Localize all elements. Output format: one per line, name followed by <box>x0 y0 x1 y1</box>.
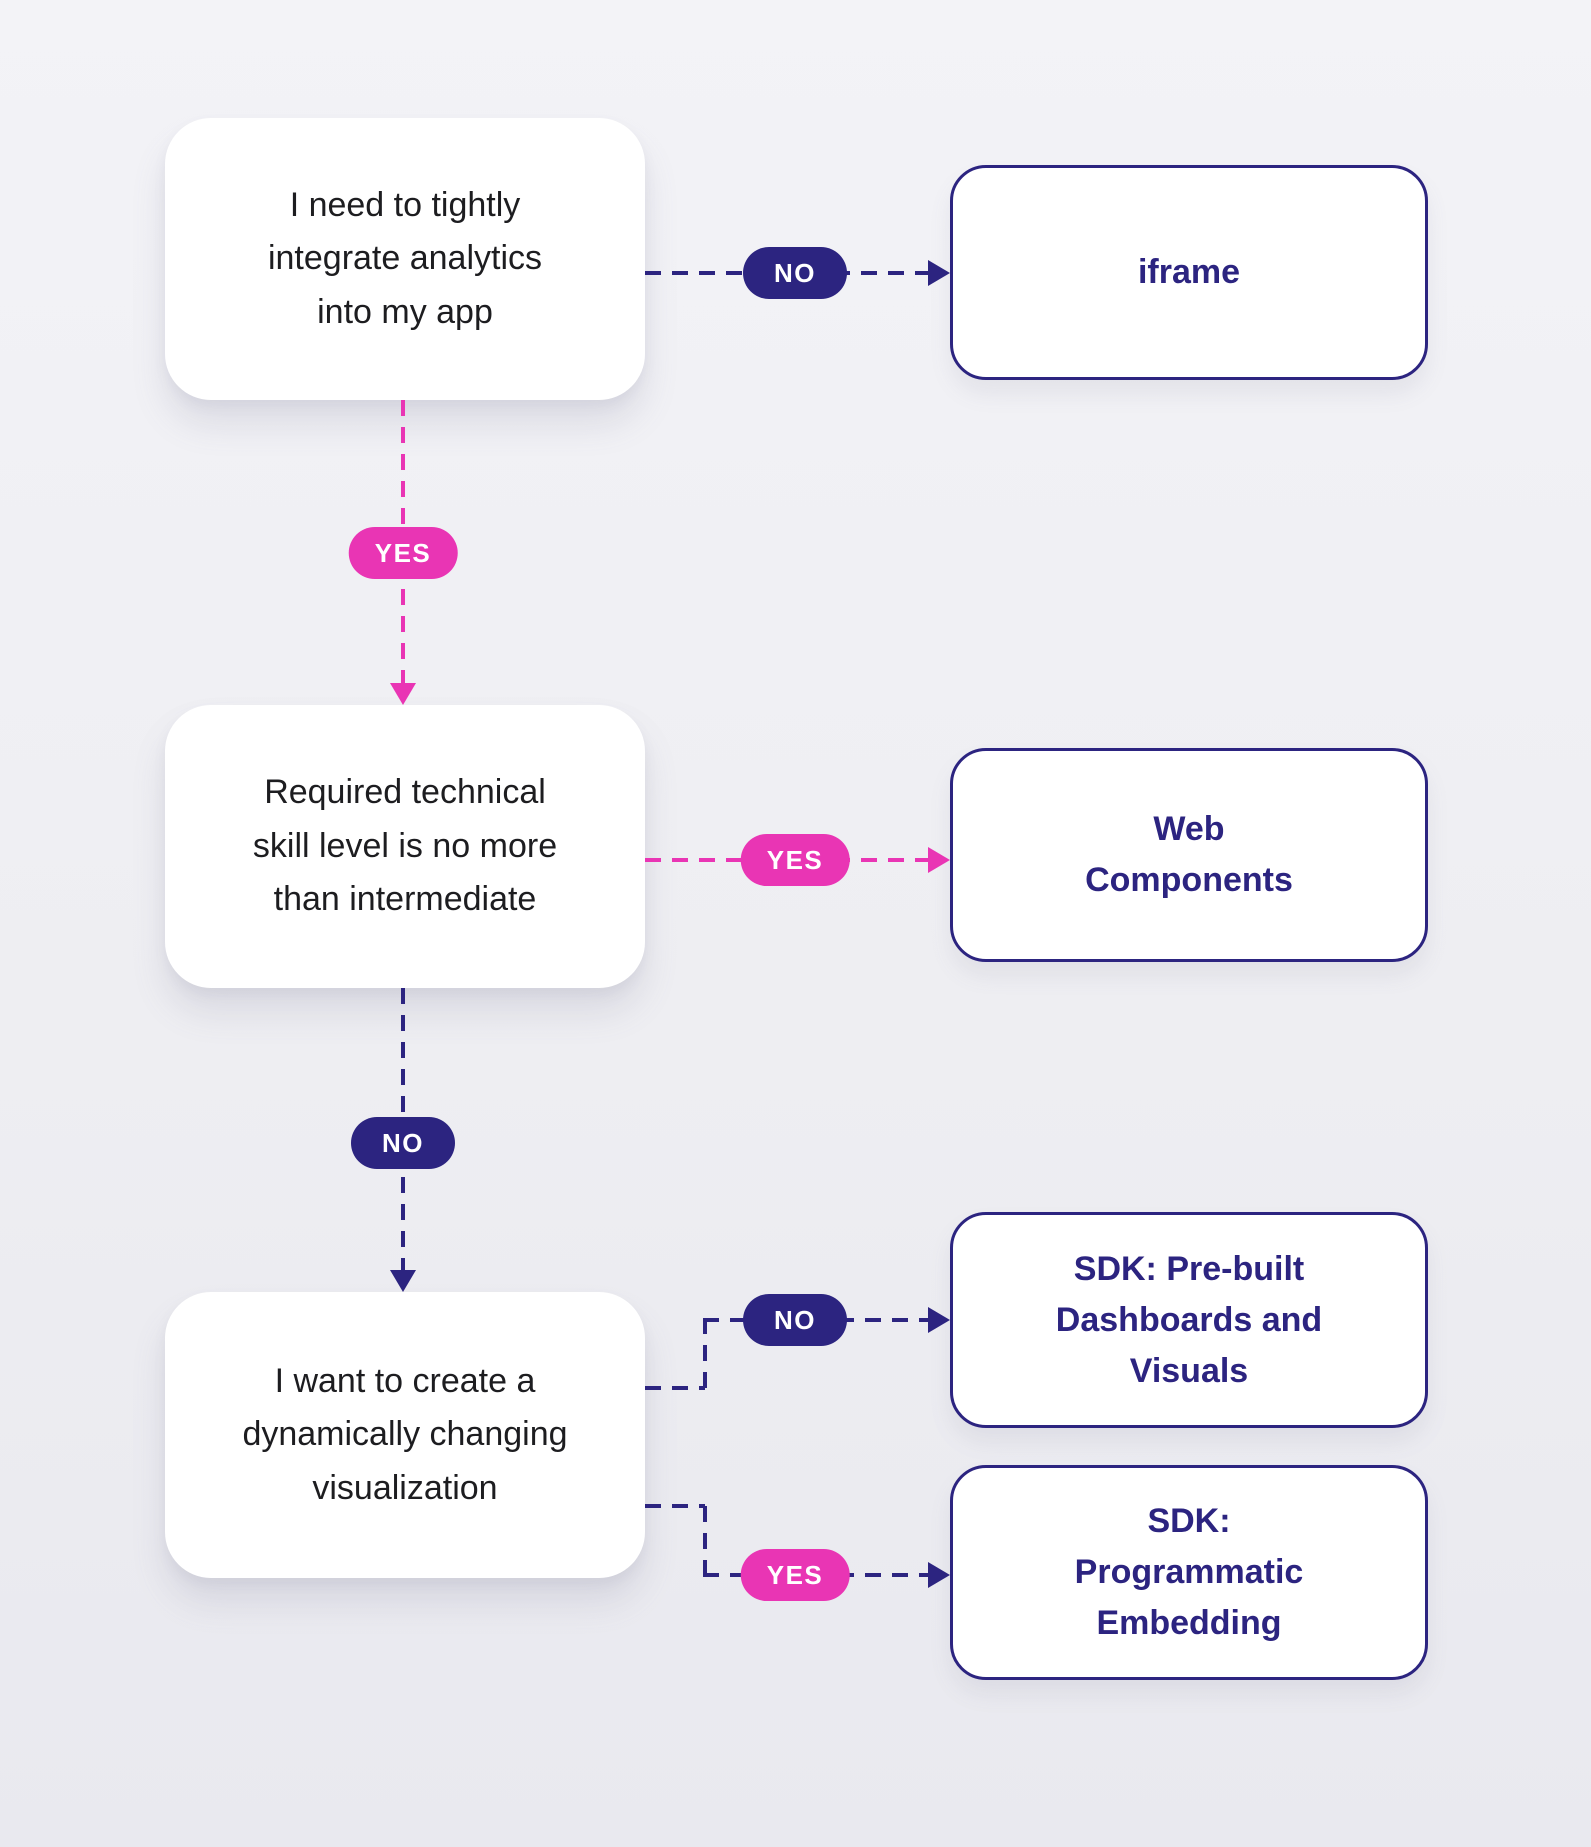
outcome-card-sdk-prebuilt: SDK: Pre-built Dashboards and Visuals <box>950 1212 1428 1428</box>
outcome-text-sdk-prebuilt: SDK: Pre-built Dashboards and Visuals <box>1055 1249 1323 1390</box>
connector-yes-sdk-programmatic-riser <box>703 1506 707 1577</box>
arrowhead-right-icon <box>928 1307 950 1333</box>
no-badge-sdk-prebuilt: NO <box>743 1294 847 1346</box>
decision-card-skill-level: Required technical skill level is no mor… <box>165 705 645 988</box>
decision-card-integrate-analytics: I need to tightly integrate analytics in… <box>165 118 645 400</box>
yes-badge-web-components: YES <box>740 834 850 886</box>
arrowhead-down-icon <box>390 1270 416 1292</box>
outcome-card-sdk-programmatic: SDK: Programmatic Embedding <box>950 1465 1428 1680</box>
no-badge-down: NO <box>351 1117 455 1169</box>
connector-yes-sdk-programmatic-stub <box>645 1504 705 1508</box>
arrowhead-right-icon <box>928 1562 950 1588</box>
outcome-card-web-components: Web Components <box>950 748 1428 962</box>
connector-no-sdk-prebuilt-riser <box>703 1318 707 1390</box>
outcome-text-web-components: Web Components <box>1085 810 1293 899</box>
no-badge-iframe: NO <box>743 247 847 299</box>
decision-text-dynamic-visualization: I want to create a dynamically changing … <box>242 1361 568 1507</box>
outcome-text-sdk-programmatic: SDK: Programmatic Embedding <box>1074 1502 1304 1642</box>
arrowhead-right-icon <box>928 847 950 873</box>
decision-text-skill-level: Required technical skill level is no mor… <box>252 773 558 919</box>
yes-badge-sdk-programmatic: YES <box>740 1549 850 1601</box>
arrowhead-down-icon <box>390 683 416 705</box>
decision-card-dynamic-visualization: I want to create a dynamically changing … <box>165 1292 645 1578</box>
yes-badge-down: YES <box>348 527 458 579</box>
arrowhead-right-icon <box>928 260 950 286</box>
decision-text-integrate-analytics: I need to tightly integrate analytics in… <box>267 185 543 331</box>
connector-no-sdk-prebuilt-stub <box>645 1386 705 1390</box>
outcome-card-iframe: iframe <box>950 165 1428 380</box>
outcome-text-iframe: iframe <box>1137 253 1241 291</box>
